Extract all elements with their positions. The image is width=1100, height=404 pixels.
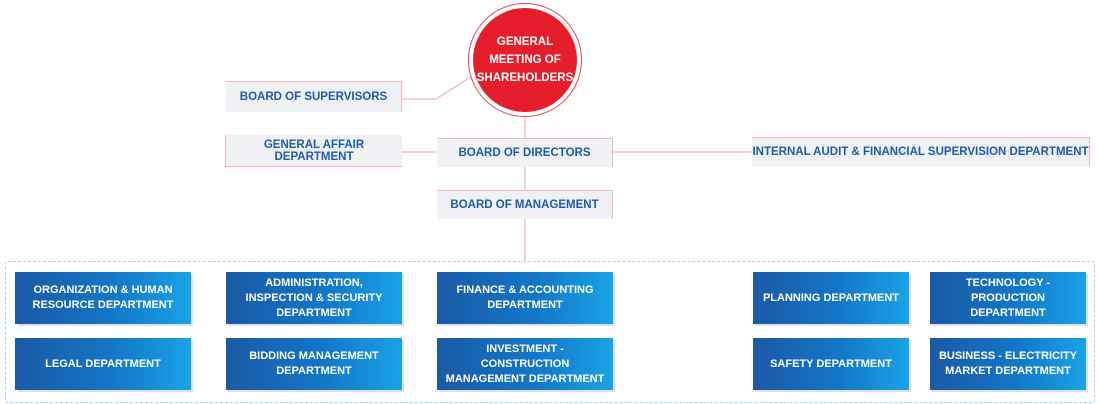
organization-hr-department-node[interactable]: ORGANIZATION & HUMAN RESOURCE DEPARTMENT <box>15 272 191 324</box>
planning-department-node[interactable]: PLANNING DEPARTMENT <box>753 272 909 324</box>
planning-department-label: PLANNING DEPARTMENT <box>762 291 900 304</box>
general-affair-label: GENERAL AFFAIR DEPARTMENT <box>263 138 365 163</box>
connector-supervisors <box>401 75 473 100</box>
hr-department-label: ORGANIZATION & HUMAN RESOURCE DEPARTMENT <box>32 284 174 311</box>
finance-accounting-department-node[interactable]: FINANCE & ACCOUNTING DEPARTMENT <box>437 272 613 324</box>
internal-audit-department-node[interactable]: INTERNAL AUDIT & FINANCIAL SUPERVISION D… <box>752 137 1090 166</box>
technology-department-label: TECHNOLOGY - PRODUCTION DEPARTMENT <box>965 276 1051 319</box>
board-of-management-label: BOARD OF MANAGEMENT <box>450 199 599 211</box>
general-meeting-of-shareholders-node[interactable]: GENERAL MEETING OF SHAREHOLDERS <box>473 8 577 112</box>
departments-container <box>5 261 1095 403</box>
investment-department-label: INVESTMENT - CONSTRUCTION MANAGEMENT DEP… <box>445 342 605 385</box>
administration-department-node[interactable]: ADMINISTRATION, INSPECTION & SECURITY DE… <box>226 272 402 324</box>
board-of-directors-node[interactable]: BOARD OF DIRECTORS <box>437 138 613 167</box>
board-of-supervisors-node[interactable]: BOARD OF SUPERVISORS <box>226 81 402 112</box>
technology-production-department-node[interactable]: TECHNOLOGY - PRODUCTION DEPARTMENT <box>930 272 1086 324</box>
legal-department-label: LEGAL DEPARTMENT <box>45 357 161 370</box>
board-of-directors-label: BOARD OF DIRECTORS <box>458 147 591 159</box>
legal-department-node[interactable]: LEGAL DEPARTMENT <box>15 338 191 390</box>
internal-audit-label: INTERNAL AUDIT & FINANCIAL SUPERVISION D… <box>752 146 1089 158</box>
shareholders-label: GENERAL MEETING OF SHAREHOLDERS <box>476 36 574 84</box>
business-electricity-market-department-node[interactable]: BUSINESS - ELECTRICITY MARKET DEPARTMENT <box>930 338 1086 390</box>
board-of-supervisors-label: BOARD OF SUPERVISORS <box>239 91 388 103</box>
safety-department-label: SAFETY DEPARTMENT <box>770 357 892 370</box>
bidding-management-department-node[interactable]: BIDDING MANAGEMENT DEPARTMENT <box>226 338 402 390</box>
general-affair-department-node[interactable]: GENERAL AFFAIR DEPARTMENT <box>225 135 402 167</box>
admin-department-label: ADMINISTRATION, INSPECTION & SECURITY DE… <box>245 276 383 319</box>
board-of-management-node[interactable]: BOARD OF MANAGEMENT <box>437 190 613 219</box>
safety-department-node[interactable]: SAFETY DEPARTMENT <box>753 338 909 390</box>
finance-department-label: FINANCE & ACCOUNTING DEPARTMENT <box>456 284 594 311</box>
bidding-department-label: BIDDING MANAGEMENT DEPARTMENT <box>249 350 379 377</box>
business-department-label: BUSINESS - ELECTRICITY MARKET DEPARTMENT <box>938 350 1078 377</box>
investment-construction-department-node[interactable]: INVESTMENT - CONSTRUCTION MANAGEMENT DEP… <box>437 338 613 390</box>
